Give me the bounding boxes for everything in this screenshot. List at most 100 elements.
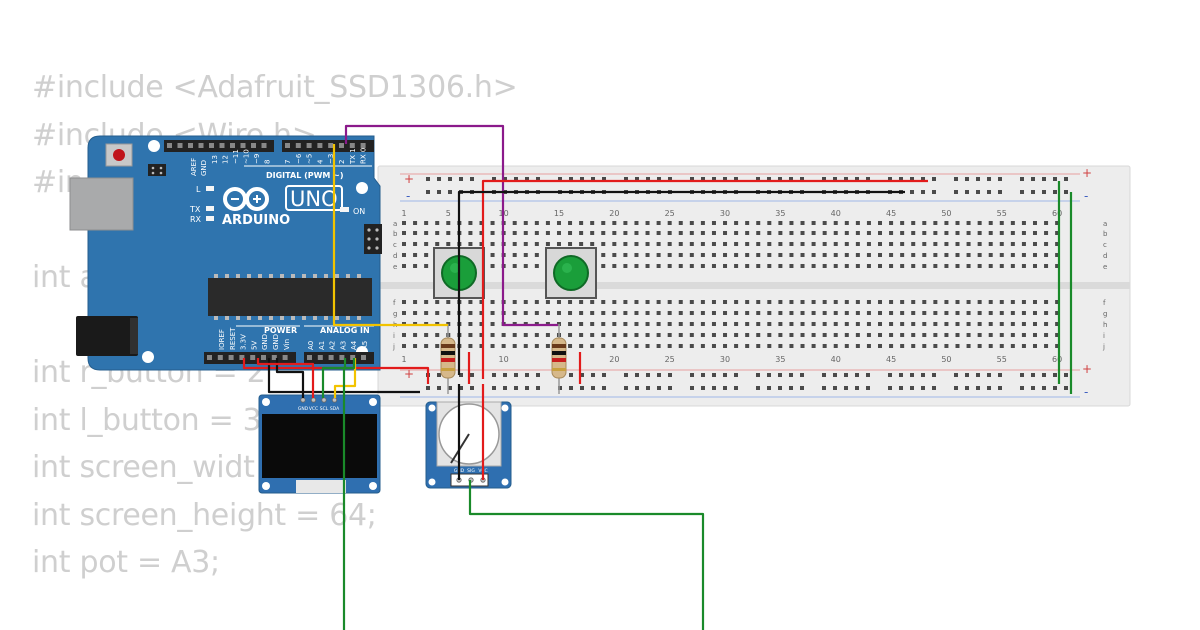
arduino-brand: ARDUINO xyxy=(222,213,290,228)
led-tx-label: TX xyxy=(189,205,201,214)
pin-label: AREF xyxy=(190,158,198,176)
column-number: 45 xyxy=(886,209,896,218)
digital-pin-label: 2 xyxy=(338,160,346,164)
code-line: #include <Adafruit_SSD1306.h> xyxy=(32,70,518,105)
power-pin-label: Vin xyxy=(283,339,291,350)
atmega-chip xyxy=(208,278,372,316)
wire-purple xyxy=(344,124,558,327)
rail-plus-bottom-right: + xyxy=(1082,362,1092,376)
push-button-right[interactable] xyxy=(545,247,597,299)
digital-pin-label: ~10 xyxy=(243,149,251,164)
led-rx-label: RX xyxy=(190,215,202,224)
arduino-model: UNO xyxy=(290,187,338,211)
wire-black-gnd xyxy=(267,358,420,394)
wire-green-pot xyxy=(468,480,705,630)
wire-green-long-a xyxy=(342,358,356,630)
power-pin-label: 5V xyxy=(250,341,258,350)
column-number: 60 xyxy=(1052,209,1062,218)
oled-pin-label: GND xyxy=(298,406,309,412)
analog-pin-label: A1 xyxy=(318,341,326,350)
row-letter: c xyxy=(1103,241,1107,249)
analog-pin-label: A3 xyxy=(339,341,347,350)
row-letter: i xyxy=(393,332,395,340)
row-letter: b xyxy=(393,230,398,238)
digital-header-label: DIGITAL (PWM ~) xyxy=(266,171,344,180)
arduino-logo-icon xyxy=(223,187,269,211)
analog-pin-label: A4 xyxy=(350,340,358,350)
row-letter: g xyxy=(1103,310,1107,318)
code-line: int screen_height = 64; xyxy=(32,497,377,533)
row-letter: h xyxy=(1103,321,1107,329)
pot-pin-label: SIG xyxy=(467,468,475,474)
digital-pin-label: 7 xyxy=(284,160,292,164)
digital-pin-label: RX 0 xyxy=(360,148,368,164)
code-line: int screen_widt xyxy=(32,450,255,485)
column-number: 20 xyxy=(609,209,619,218)
column-number: 20 xyxy=(609,355,619,364)
row-letter: d xyxy=(393,252,397,260)
digital-pin-label: 13 xyxy=(211,155,219,164)
column-number: 55 xyxy=(997,355,1007,364)
breadboard-holes xyxy=(402,177,1068,390)
analog-header-label: ANALOG IN xyxy=(320,326,370,335)
wire-black-top-rail xyxy=(457,190,905,375)
digital-pin-label: ~5 xyxy=(306,154,314,164)
column-number: 50 xyxy=(941,355,951,364)
row-letter: d xyxy=(1103,252,1107,260)
column-number: 25 xyxy=(665,355,675,364)
resistor-right[interactable] xyxy=(551,324,567,394)
column-number: 60 xyxy=(1052,355,1062,364)
column-number: 35 xyxy=(775,355,785,364)
analog-pin-label: A5 xyxy=(361,341,369,350)
power-pin-label: RESET xyxy=(229,327,237,350)
column-number: 45 xyxy=(886,355,896,364)
rail-plus-top-left: + xyxy=(404,172,414,186)
row-letter: a xyxy=(1103,220,1107,228)
wire-green-oled-scl xyxy=(321,358,347,398)
wire-red-top-rail xyxy=(481,179,928,379)
wire-yellow-button xyxy=(332,144,448,327)
digital-pin-label: TX 1 xyxy=(349,148,357,165)
resistor-left[interactable] xyxy=(440,324,456,394)
rail-minus-bottom-right: - xyxy=(1084,385,1088,399)
digital-pin-label: ~9 xyxy=(253,154,261,164)
row-letter: e xyxy=(1103,263,1107,271)
digital-pin-label: ~11 xyxy=(232,149,240,164)
power-jack xyxy=(76,316,138,356)
column-number: 35 xyxy=(775,209,785,218)
digital-pin-label: 4 xyxy=(316,159,324,164)
oled-pin-label: SDA xyxy=(330,406,340,412)
power-pin-label: IOREF xyxy=(218,329,226,350)
row-letter: e xyxy=(393,263,397,271)
row-letter: g xyxy=(393,310,397,318)
pin-label: GND xyxy=(200,160,208,176)
oled-pin-label: SCL xyxy=(320,406,329,412)
column-number: 1 xyxy=(401,355,406,364)
column-number: 30 xyxy=(720,355,730,364)
rail-plus-bottom-left: + xyxy=(404,367,414,381)
power-pin-label: GND xyxy=(261,334,269,350)
digital-pin-label: 12 xyxy=(222,155,230,164)
column-number: 10 xyxy=(499,355,509,364)
rail-minus-top-right: - xyxy=(1084,189,1088,203)
led-on-label: ON xyxy=(353,207,365,216)
row-letter: j xyxy=(392,343,395,351)
arduino-uno-board[interactable]: ARDUINO UNO DIGITAL (PWM ~) POWER ANALOG… xyxy=(69,135,382,371)
row-letter: j xyxy=(1102,343,1105,351)
uno-badge xyxy=(285,185,343,211)
column-number: 40 xyxy=(831,355,841,364)
column-number: 5 xyxy=(446,209,451,218)
analog-pin-label: A0 xyxy=(307,341,315,350)
oled-pin-label: VCC xyxy=(309,406,318,412)
column-number: 50 xyxy=(941,209,951,218)
power-pin-label: 3.3V xyxy=(240,334,248,350)
rail-minus-top-left: - xyxy=(406,189,410,203)
column-number: 1 xyxy=(401,209,406,218)
column-number: 40 xyxy=(831,209,841,218)
column-number: 25 xyxy=(665,209,675,218)
